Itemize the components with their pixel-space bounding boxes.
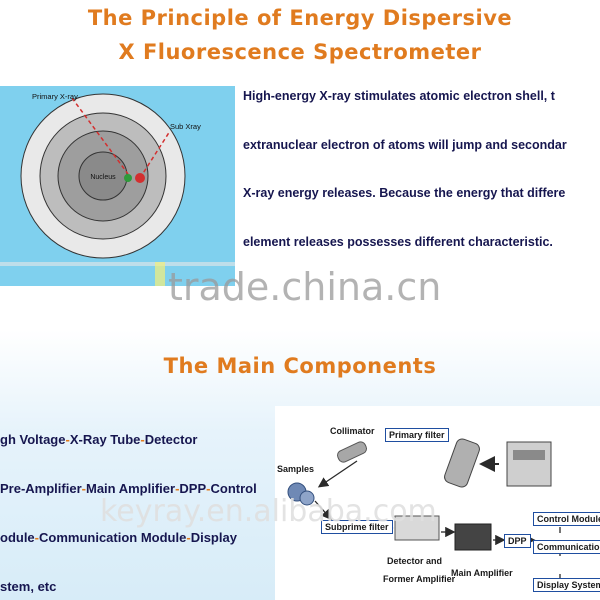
primary-xray-label: Primary X-ray (32, 92, 78, 101)
component-item: odule (0, 530, 35, 545)
component-line: stem, etc (0, 575, 280, 600)
principle-line: element releases possesses different cha… (243, 234, 553, 249)
legend-strip (0, 262, 235, 266)
component-item: stem, etc (0, 579, 57, 594)
high-voltage-panel (513, 450, 545, 460)
display-system-label: Display System (533, 578, 600, 592)
separator: - (65, 432, 70, 447)
communication-module-label: Communication Mo (533, 540, 600, 554)
component-item: Detector (144, 432, 198, 447)
separator: - (175, 481, 180, 496)
dpp-label: DPP (504, 534, 531, 548)
component-item: Display (190, 530, 237, 545)
separator: - (81, 481, 86, 496)
subprime-filter-label: Subprime filter (321, 520, 393, 534)
detector-label: Detector and (387, 556, 443, 566)
flow-diagram-graphic (287, 438, 561, 579)
component-line: Pre-Amplifier-Main Amplifier-DPP-Control (0, 477, 280, 526)
samples-label: Samples (277, 464, 315, 474)
component-line: odule-Communication Module-Display (0, 526, 280, 575)
components-heading: The Main Components (163, 354, 437, 378)
component-item: X-Ray Tube (69, 432, 141, 447)
legend-mark (155, 262, 165, 286)
electron-green (124, 174, 132, 182)
main-amp-graphic (454, 523, 492, 551)
arrow (314, 500, 332, 520)
component-item: Pre-Amplifier (0, 481, 82, 496)
former-amp-label: Former Amplifier (383, 574, 456, 584)
primary-filter-label: Primary filter (385, 428, 449, 442)
component-item: Control (210, 481, 257, 496)
arrow (317, 460, 358, 488)
watermark-trade-china: trade.china.cn (168, 265, 442, 309)
component-item: Main Amplifier (85, 481, 176, 496)
watermark-keyray: keyray.en.alibaba.com (100, 494, 437, 529)
detector-graphic (394, 515, 440, 541)
main-amp-label: Main Amplifier (451, 568, 513, 578)
component-item: gh Voltage (0, 432, 66, 447)
title-line-2: X Fluorescence Spectrometer (118, 40, 482, 64)
high-voltage-graphic (506, 441, 552, 487)
atom-diagram: Nucleus Primary X-ray Sub Xray (0, 86, 235, 286)
separator: - (206, 481, 211, 496)
principle-line: extranuclear electron of atoms will jump… (243, 137, 567, 152)
principle-line: X-ray energy releases. Because the energ… (243, 186, 566, 200)
control-module-label: Control Module (533, 512, 600, 526)
sub-ray-line (139, 130, 171, 179)
component-line: gh Voltage-X-Ray Tube-Detector (0, 428, 280, 477)
title-line-1: The Principle of Energy Dispersive (87, 6, 513, 30)
component-item: Communication Module (39, 530, 187, 545)
separator: - (34, 530, 40, 545)
separator: - (186, 530, 191, 545)
xray-tube-graphic (444, 438, 480, 488)
principle-text: High-energy X-ray stimulates atomic elec… (243, 86, 600, 280)
nucleus-label: Nucleus (90, 174, 116, 181)
sample-graphic (299, 490, 315, 506)
component-item: DPP (179, 481, 207, 496)
flow-diagram: Collimator Primary filter Samples Subpri… (275, 406, 600, 600)
separator: - (140, 432, 145, 447)
collimator-graphic (337, 441, 367, 463)
electron-red (135, 173, 145, 183)
collimator-label: Collimator (330, 426, 375, 436)
atom-diagram-graphic: Nucleus Primary X-ray Sub Xray (0, 92, 235, 286)
sub-xray-label: Sub Xray (170, 122, 201, 131)
principle-line: High-energy X-ray stimulates atomic elec… (243, 89, 555, 103)
primary-ray-line (71, 97, 129, 175)
